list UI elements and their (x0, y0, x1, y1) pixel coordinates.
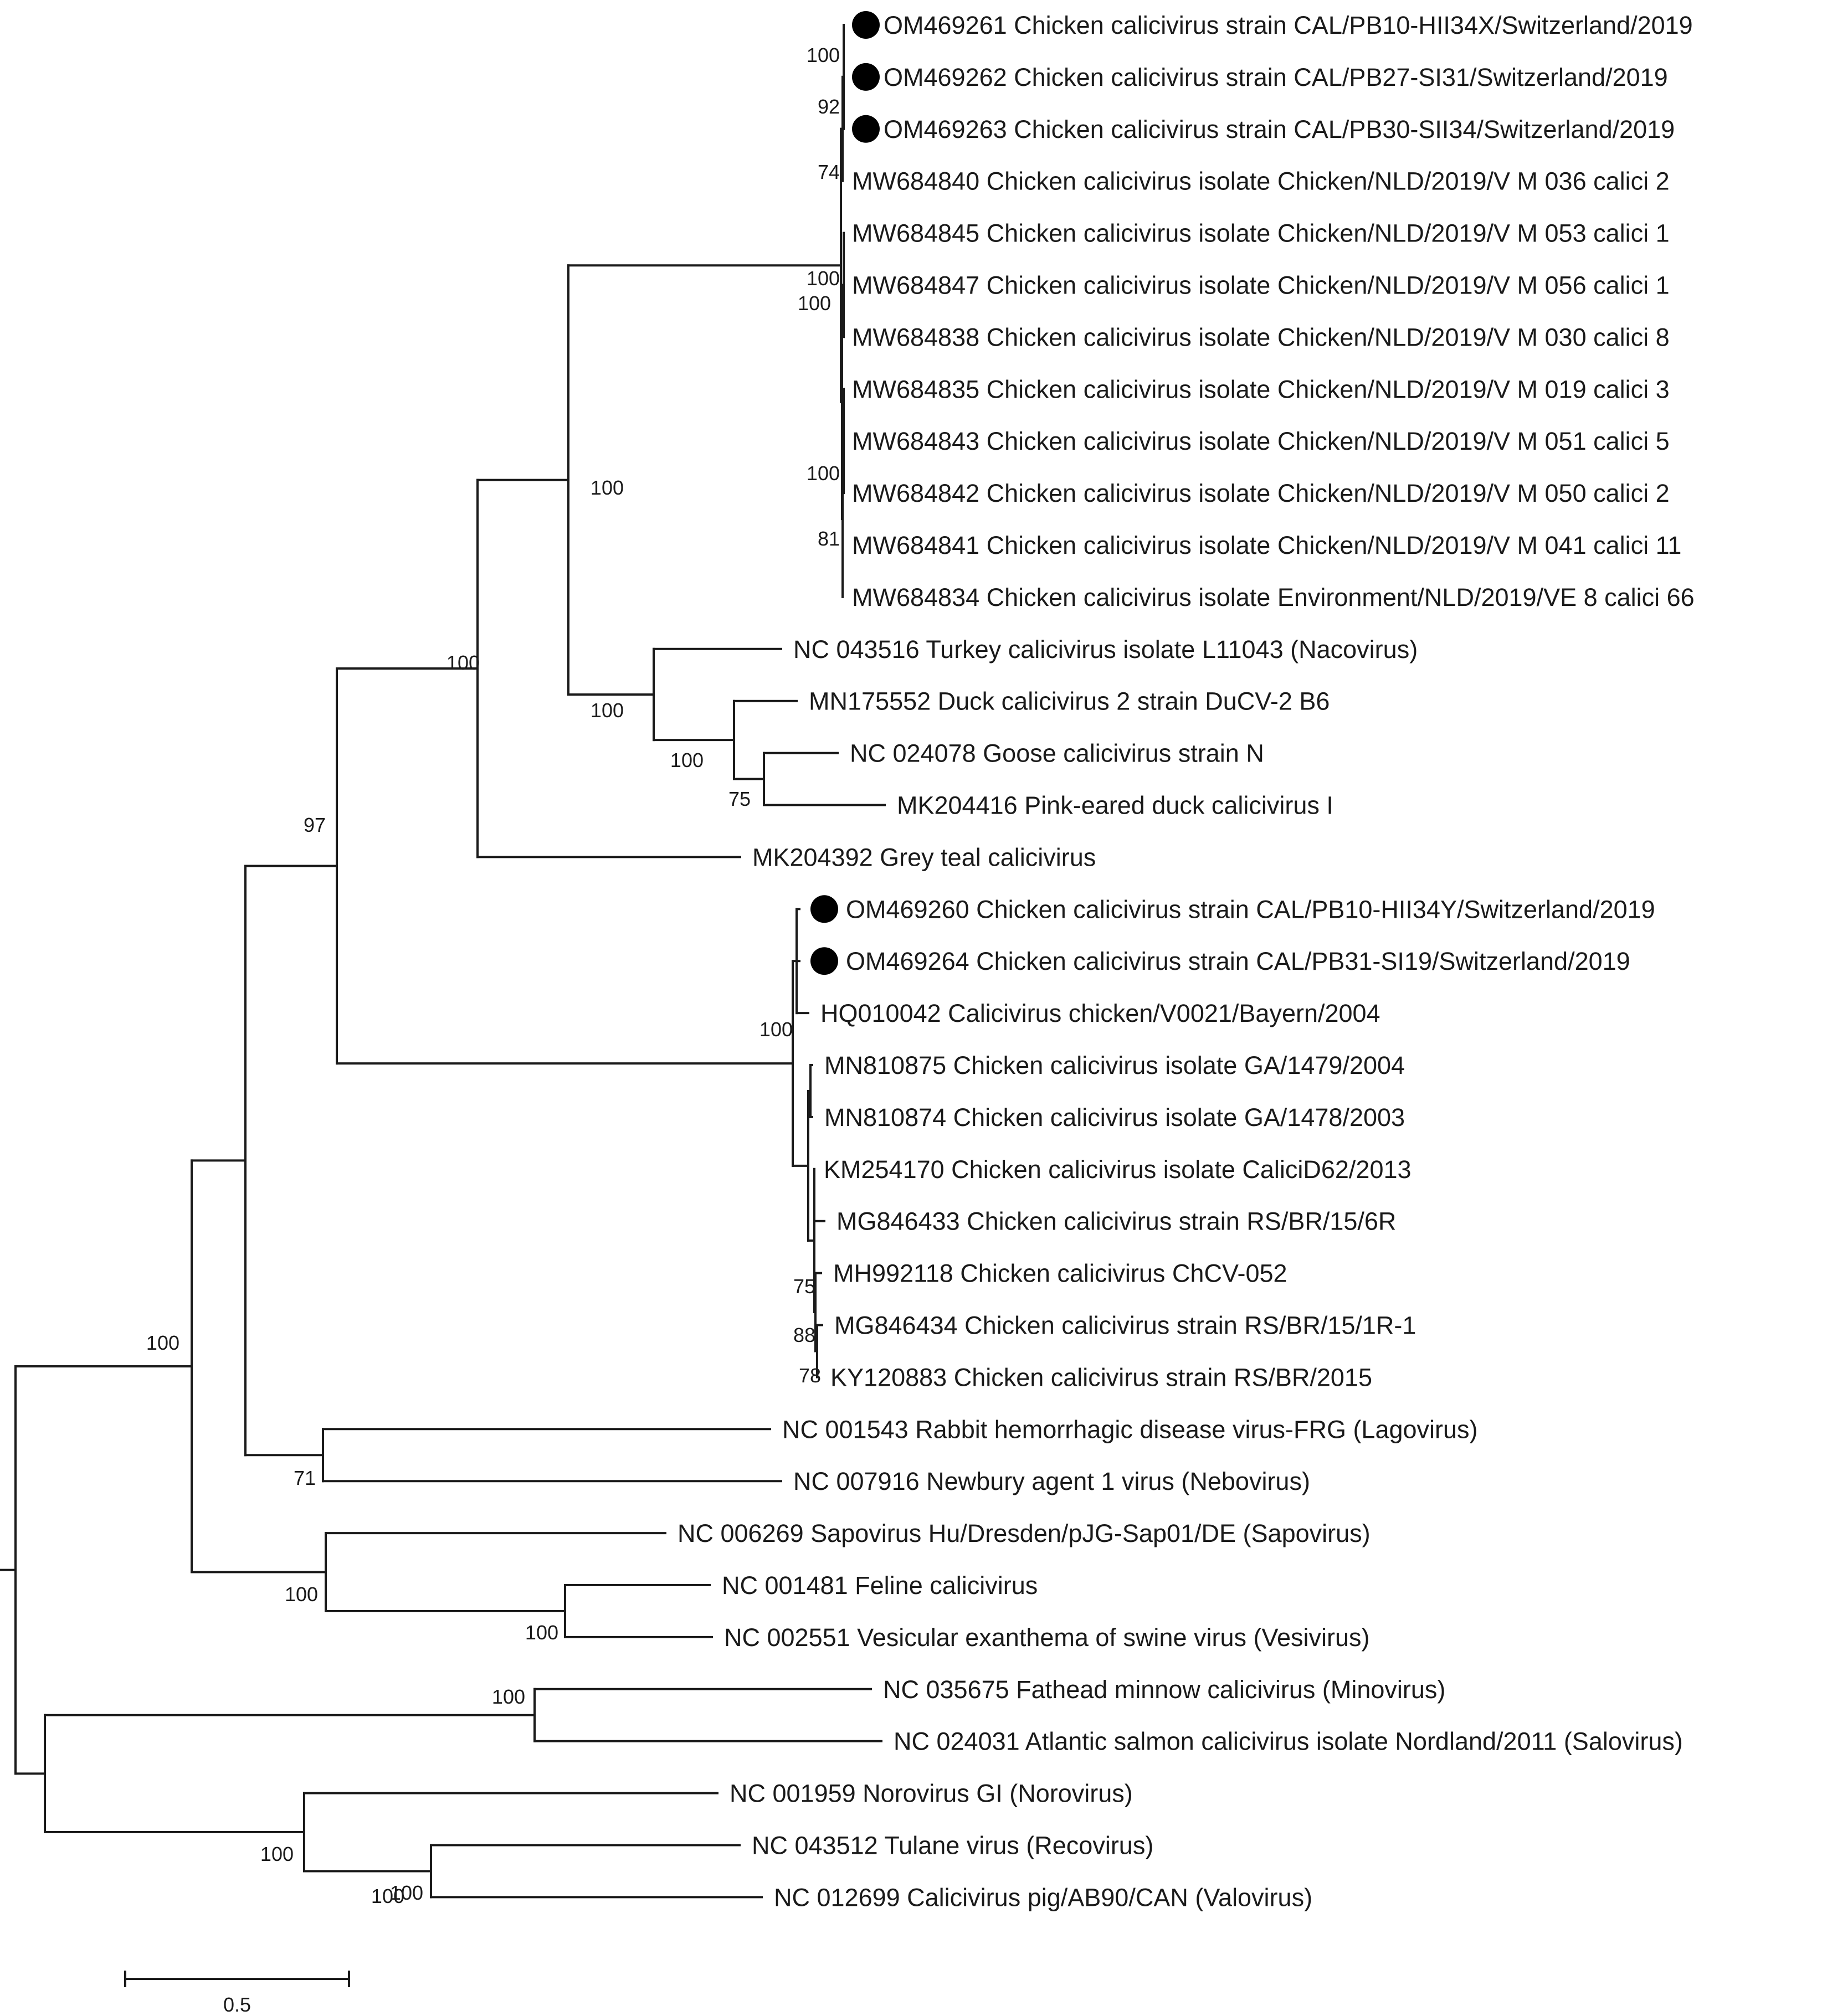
bootstrap-value: 100 (807, 267, 840, 290)
bootstrap-value: 100 (390, 1881, 423, 1904)
taxon-label-t37: NC 012699 Calicivirus pig/AB90/CAN (Valo… (774, 1883, 1312, 1911)
bootstrap-value: 100 (525, 1621, 558, 1644)
bootstrap-value: 100 (146, 1331, 179, 1354)
marker-t2 (852, 63, 880, 91)
bootstrap-value: 100 (492, 1685, 525, 1708)
taxon-label-t28: NC 001543 Rabbit hemorrhagic disease vir… (782, 1415, 1478, 1443)
taxon-label-t35: NC 001959 Norovirus GI (Norovirus) (730, 1780, 1133, 1808)
bootstrap-value: 100 (807, 462, 840, 485)
taxon-label-t29: NC 007916 Newbury agent 1 virus (Nebovir… (793, 1467, 1310, 1495)
marker-t18 (810, 895, 838, 923)
taxon-label-t13: NC 043516 Turkey calicivirus isolate L11… (793, 635, 1418, 664)
bootstrap-value: 100 (591, 476, 624, 499)
bootstrap-value: 71 (294, 1467, 316, 1489)
bootstrap-value: 81 (818, 527, 840, 550)
taxon-label-t31: NC 001481 Feline calicivirus (722, 1571, 1038, 1600)
taxon-label-t8: MW684835 Chicken calicivirus isolate Chi… (852, 375, 1670, 403)
bootstrap-value: 92 (818, 95, 840, 118)
taxon-label-t2: OM469262 Chicken calicivirus strain CAL/… (884, 63, 1668, 91)
scale-bar: 0.5 (124, 1971, 350, 2016)
bootstrap-value: 100 (446, 651, 480, 674)
bootstrap-value: 75 (793, 1275, 815, 1298)
taxon-label-t16: MK204416 Pink-eared duck calicivirus I (897, 791, 1333, 820)
taxon-label-t36: NC 043512 Tulane virus (Recovirus) (752, 1832, 1153, 1860)
taxon-label-t11: MW684841 Chicken calicivirus isolate Chi… (852, 531, 1681, 559)
bootstrap-value: 100 (807, 44, 840, 66)
taxon-label-t1: OM469261 Chicken calicivirus strain CAL/… (884, 11, 1693, 39)
marker-t19 (810, 947, 838, 975)
taxon-label-t12: MW684834 Chicken calicivirus isolate Env… (852, 583, 1695, 611)
taxon-label-t23: KM254170 Chicken calicivirus isolate Cal… (824, 1155, 1412, 1184)
taxon-label-t17: MK204392 Grey teal calicivirus (752, 843, 1096, 871)
taxon-label-t18: OM469260 Chicken calicivirus strain CAL/… (846, 895, 1655, 923)
taxon-label-t25: MH992118 Chicken calicivirus ChCV-052 (833, 1259, 1287, 1288)
sample-markers (810, 11, 880, 975)
scale-bar-label: 0.5 (223, 1993, 251, 2016)
marker-t1 (852, 11, 880, 39)
taxon-label-t14: MN175552 Duck calicivirus 2 strain DuCV-… (809, 687, 1330, 716)
taxon-label-t4: MW684840 Chicken calicivirus isolate Chi… (852, 167, 1670, 196)
bootstrap-value: 100 (591, 699, 624, 722)
taxon-label-t5: MW684845 Chicken calicivirus isolate Chi… (852, 219, 1670, 248)
bootstrap-value: 97 (304, 814, 326, 836)
taxon-label-t7: MW684838 Chicken calicivirus isolate Chi… (852, 323, 1670, 351)
taxon-label-t20: HQ010042 Calicivirus chicken/V0021/Bayer… (820, 999, 1380, 1027)
taxon-label-t19: OM469264 Chicken calicivirus strain CAL/… (846, 947, 1630, 975)
taxon-label-t10: MW684842 Chicken calicivirus isolate Chi… (852, 479, 1670, 507)
bootstrap-value: 88 (793, 1324, 815, 1346)
taxon-label-t9: MW684843 Chicken calicivirus isolate Chi… (852, 427, 1670, 455)
bootstrap-values: 1009274100100100811001001007510097100758… (146, 44, 840, 1907)
bootstrap-value: 74 (818, 161, 840, 183)
taxon-label-t6: MW684847 Chicken calicivirus isolate Chi… (852, 271, 1670, 300)
bootstrap-value: 100 (798, 292, 831, 315)
taxon-label-t33: NC 035675 Fathead minnow calicivirus (Mi… (883, 1675, 1445, 1704)
bootstrap-value: 100 (260, 1843, 294, 1865)
bootstrap-value: 100 (670, 749, 704, 772)
marker-t3 (852, 115, 880, 143)
taxon-label-t27: KY120883 Chicken calicivirus strain RS/B… (830, 1363, 1372, 1391)
tree-branches (0, 24, 886, 1899)
bootstrap-value: 100 (371, 1885, 404, 1907)
taxon-label-t15: NC 024078 Goose calicivirus strain N (850, 739, 1264, 768)
taxon-label-t30: NC 006269 Sapovirus Hu/Dresden/pJG-Sap01… (678, 1519, 1371, 1547)
taxon-labels: OM469261 Chicken calicivirus strain CAL/… (678, 11, 1695, 1911)
taxon-label-t21: MN810875 Chicken calicivirus isolate GA/… (824, 1051, 1405, 1079)
taxon-label-t26: MG846434 Chicken calicivirus strain RS/B… (834, 1312, 1416, 1340)
taxon-label-t3: OM469263 Chicken calicivirus strain CAL/… (884, 115, 1675, 143)
bootstrap-value: 78 (799, 1364, 821, 1387)
taxon-label-t34: NC 024031 Atlantic salmon calicivirus is… (894, 1727, 1683, 1756)
bootstrap-value: 100 (285, 1583, 318, 1606)
taxon-label-t22: MN810874 Chicken calicivirus isolate GA/… (824, 1103, 1405, 1132)
bootstrap-value: 100 (759, 1018, 793, 1041)
taxon-label-t32: NC 002551 Vesicular exanthema of swine v… (724, 1623, 1370, 1652)
bootstrap-value: 75 (728, 788, 751, 810)
taxon-label-t24: MG846433 Chicken calicivirus strain RS/B… (836, 1207, 1396, 1236)
